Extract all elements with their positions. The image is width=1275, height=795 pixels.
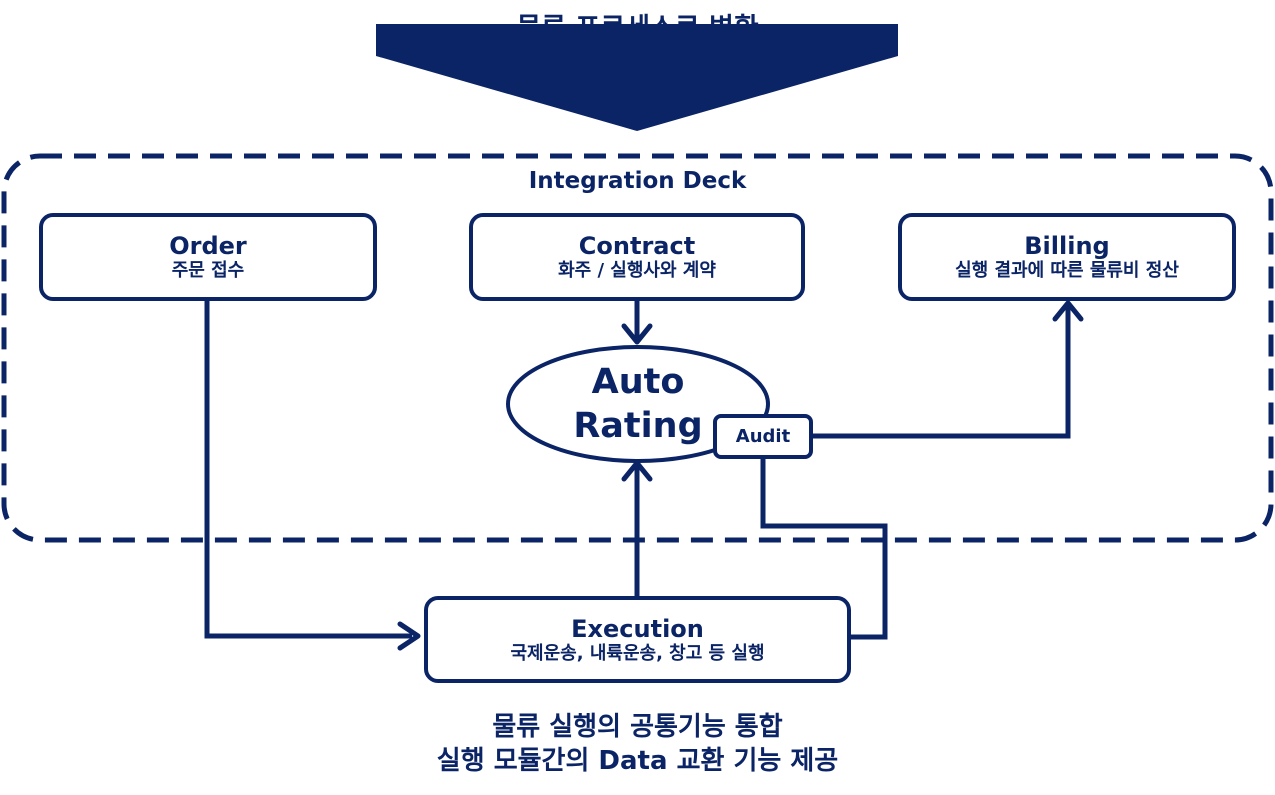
connector-execution-to-audit (760, 458, 888, 640)
footer-caption: 물류 실행의 공통기능 통합 실행 모듈간의 Data 교환 기능 제공 (0, 710, 1275, 778)
footer-line1: 물류 실행의 공통기능 통합 (492, 712, 783, 742)
contract-name: Contract (578, 232, 696, 260)
auto-rating-line2: Rating (573, 406, 703, 446)
execution-box[interactable]: Execution 국제운송, 내륙운송, 창고 등 실행 (424, 596, 851, 683)
contract-box[interactable]: Contract 화주 / 실행사와 계약 (469, 213, 805, 301)
chevron-arrow-shape (376, 24, 898, 131)
page-title: 물류 프로세스로 변환 (516, 13, 759, 44)
order-desc: 주문 접수 (171, 260, 245, 281)
execution-desc: 국제운송, 내륙운송, 창고 등 실행 (510, 642, 765, 664)
audit-label: Audit (735, 426, 791, 447)
arrowhead-billing (1052, 300, 1084, 322)
audit-box[interactable]: Audit (713, 414, 813, 459)
auto-rating-line1: Auto (591, 362, 685, 402)
billing-desc: 실행 결과에 따른 물류비 정산 (955, 260, 1179, 281)
execution-name: Execution (571, 614, 704, 643)
order-box[interactable]: Order 주문 접수 (39, 213, 377, 301)
arrowhead-execution (397, 621, 421, 651)
contract-desc: 화주 / 실행사와 계약 (558, 260, 716, 281)
connector-audit-to-billing (812, 306, 1071, 439)
billing-box[interactable]: Billing 실행 결과에 따른 물류비 정산 (898, 213, 1236, 301)
auto-rating-ellipse (506, 345, 770, 463)
auto-rating-node[interactable]: Auto Rating (507, 346, 769, 462)
integration-deck-title: Integration Deck (528, 168, 747, 194)
arrowhead-rating-top (621, 323, 653, 345)
footer-line2: 실행 모듈간의 Data 교환 기능 제공 (436, 746, 839, 776)
arrowhead-rating-bottom (621, 460, 653, 482)
order-name: Order (169, 232, 247, 260)
billing-name: Billing (1024, 232, 1110, 260)
connector-order-to-execution (204, 300, 412, 639)
